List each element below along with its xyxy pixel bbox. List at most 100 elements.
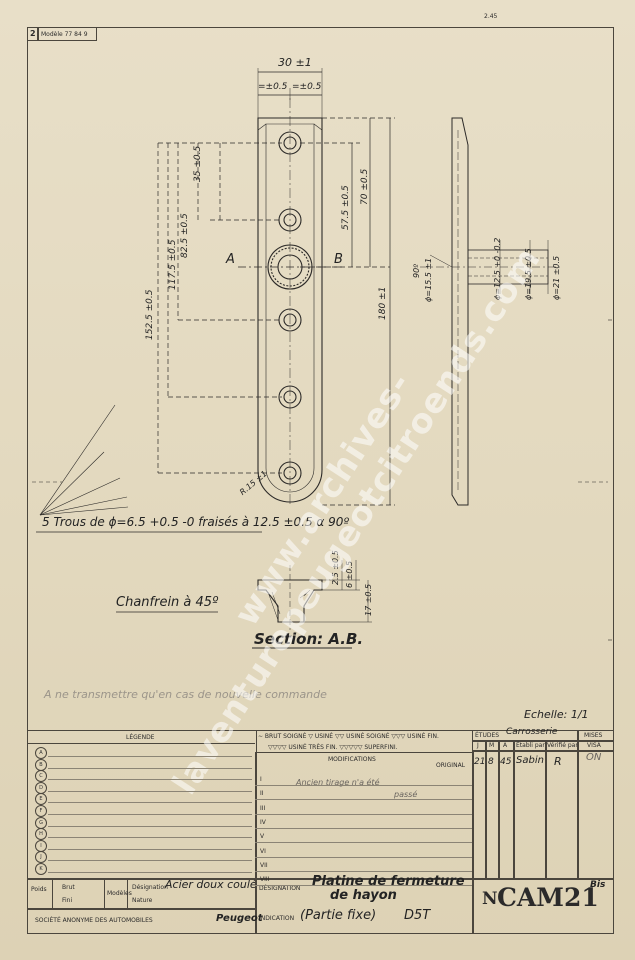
etudes-label: ÉTUDES bbox=[475, 732, 500, 739]
verifie-signature: R bbox=[554, 755, 562, 768]
section-dim-6: 6 ±0.5 bbox=[345, 560, 354, 588]
original-label: ORIGINAL bbox=[436, 762, 466, 769]
modification-i-text-2: passé bbox=[394, 790, 418, 799]
modification-row-number: II bbox=[260, 790, 264, 798]
drawing-number-prefix: N bbox=[482, 889, 498, 909]
designation-line-1: Platine de fermeture bbox=[312, 874, 465, 889]
modification-row-line bbox=[255, 827, 472, 829]
modification-row-line bbox=[255, 842, 472, 843]
finish-row-2: ▽▽▽▽ USINÉ TRÈS FIN. ▽▽▽▽▽ SUPERFINI. bbox=[268, 744, 398, 751]
dim-70: 70 ±0.5 bbox=[360, 168, 370, 205]
drawing-number: CAM21 bbox=[497, 883, 599, 912]
chamfer-note: Chanfrein à 45º bbox=[116, 595, 219, 610]
legend-row-line bbox=[48, 825, 252, 827]
visa-signature: ON bbox=[586, 752, 602, 763]
modifications-box bbox=[255, 752, 474, 880]
modification-row-number: VI bbox=[260, 847, 266, 855]
side-view bbox=[420, 117, 560, 506]
brut-label: Brut bbox=[62, 884, 75, 891]
legend-row-line bbox=[48, 779, 252, 780]
company-name: SOCIÉTÉ ANONYME DES AUTOMOBILES bbox=[35, 917, 153, 924]
fini-label: Fini bbox=[62, 897, 73, 904]
drawing-number-suffix: Bis bbox=[590, 880, 606, 890]
modification-row-line bbox=[255, 870, 472, 872]
legend-row-line bbox=[48, 814, 252, 815]
section-title: Section: A.B. bbox=[254, 630, 364, 648]
legend-letter: G bbox=[35, 816, 47, 829]
finish-row-1: ∼ BRUT SOIGNÉ ▽ USINÉ ▽▽ USINÉ SOIGNÉ ▽▽… bbox=[258, 733, 439, 740]
etabli-signature: Sabin bbox=[516, 755, 544, 766]
legend-row-line bbox=[48, 790, 252, 792]
section-label-a: A bbox=[226, 252, 235, 267]
verifie-par-label: Vérifié par bbox=[547, 742, 578, 749]
etabli-par-label: Établi par bbox=[516, 742, 545, 749]
modification-row-number: V bbox=[260, 833, 265, 841]
legend-letter: I bbox=[35, 839, 47, 852]
plate-inner-line bbox=[265, 123, 315, 493]
col-j: J bbox=[477, 742, 479, 749]
model-label: Modèle 77 84 9 bbox=[41, 31, 88, 38]
sheet-number: 2 bbox=[30, 29, 36, 38]
dim-117-5: 117.5 ±0.5 bbox=[168, 239, 178, 290]
modification-row-line bbox=[255, 885, 472, 886]
dim-half-left: =±0.5 bbox=[258, 82, 288, 92]
side-dim-90: 90º bbox=[412, 264, 421, 278]
nature-label: Nature bbox=[132, 897, 153, 904]
legend-letter: E bbox=[35, 793, 47, 806]
designation-label: DÉSIGNATION bbox=[259, 885, 301, 892]
section-view bbox=[257, 560, 372, 630]
brand-name: Peugeot bbox=[216, 913, 263, 924]
modification-row-number: I bbox=[260, 776, 262, 783]
legend-row-line bbox=[48, 848, 252, 850]
dim-half-right: =±0.5 bbox=[292, 82, 322, 92]
legend-row-line bbox=[48, 767, 252, 769]
dim-152-5: 152.5 ±0.5 bbox=[145, 289, 155, 340]
holes-note: 5 Trous de ϕ=6.5 +0.5 -0 fraisés à 12.5 … bbox=[42, 515, 350, 529]
visa-label: VISA bbox=[587, 742, 601, 749]
plate-outline bbox=[257, 117, 323, 503]
dim-180: 180 ±1 bbox=[378, 286, 388, 320]
modification-i-text: Ancien tirage n'a été bbox=[296, 778, 380, 787]
section-dim-17: 17 ±0.5 bbox=[364, 583, 373, 616]
legend-letter: C bbox=[35, 770, 47, 783]
designation-line-4: D5T bbox=[404, 908, 431, 923]
etudes-value: Carrosserie bbox=[506, 727, 558, 737]
not-transmit-note: A ne transmettre qu'en cas de nouvelle c… bbox=[44, 688, 327, 701]
legend-row-line bbox=[48, 802, 252, 803]
modeles-label: Modèles bbox=[107, 890, 132, 897]
section-dim-2-5: 2.5 ±0.5 bbox=[331, 550, 340, 585]
dim-width: 30 ±1 bbox=[278, 56, 312, 69]
legend-row-line bbox=[48, 837, 252, 838]
visa-header: MISES bbox=[584, 732, 603, 739]
modification-row-number: IV bbox=[260, 818, 266, 826]
modification-row-number: VII bbox=[260, 861, 268, 869]
legend-letter: J bbox=[35, 851, 47, 864]
modification-row-line bbox=[255, 785, 472, 786]
dim-35: 35 ±0.5 bbox=[193, 145, 203, 182]
poids-label: Poids bbox=[31, 886, 47, 893]
date-year: 45 bbox=[500, 757, 512, 767]
dim-57-5: 57.5 ±0.5 bbox=[341, 185, 351, 230]
modification-row-line bbox=[255, 799, 472, 800]
modification-row-line bbox=[255, 856, 472, 857]
date-day: 21 bbox=[474, 757, 486, 767]
dim-82-5: 82.5 ±0.5 bbox=[180, 213, 190, 258]
legend-header: LÉGENDE bbox=[126, 734, 155, 741]
title-block-top bbox=[27, 730, 612, 731]
legend-letter: A bbox=[35, 747, 47, 759]
legend-letter: D bbox=[35, 781, 47, 794]
designation-small-label: Désignation bbox=[132, 884, 168, 891]
col-a: A bbox=[503, 742, 508, 749]
drawing-number-box bbox=[472, 878, 614, 934]
date-month: 8 bbox=[488, 757, 494, 767]
top-right-code: 2.45 bbox=[484, 13, 498, 20]
legend-box bbox=[27, 730, 257, 880]
modification-row-number: VIII bbox=[260, 876, 270, 884]
legend-row-line bbox=[48, 872, 252, 873]
model-box: Modèle 77 84 9 bbox=[37, 27, 97, 41]
designation-line-3: (Partie fixe) bbox=[300, 908, 377, 923]
side-dim-15-5: ϕ=15.5 ±1 bbox=[424, 257, 433, 302]
indication-label: INDICATION bbox=[259, 915, 295, 922]
